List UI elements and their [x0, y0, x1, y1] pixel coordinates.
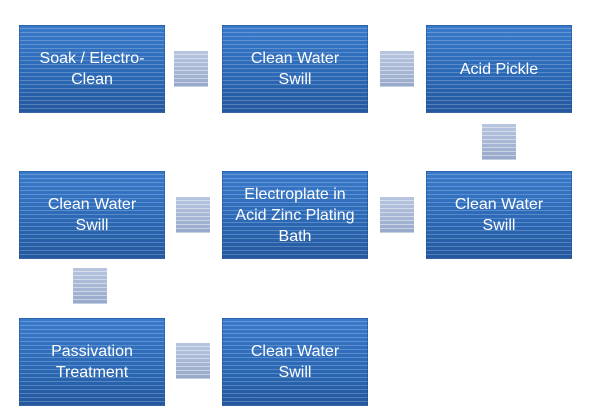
connector-1-2	[174, 51, 208, 87]
step-clean-water-swill-3: Clean Water Swill	[19, 171, 165, 259]
step-electroplate: Electroplate in Acid Zinc Plating Bath	[222, 171, 368, 259]
step-clean-water-swill-4: Clean Water Swill	[222, 318, 368, 406]
connector-4-5	[380, 197, 414, 233]
connector-7-8	[176, 343, 210, 379]
step-label: Clean Water Swill	[250, 50, 340, 88]
connector-3-4	[482, 124, 516, 160]
step-clean-water-swill-1: Clean Water Swill	[222, 25, 368, 113]
connector-6-7	[73, 268, 107, 304]
step-label: Clean Water Swill	[454, 196, 544, 234]
step-label: Clean Water Swill	[250, 343, 340, 381]
step-soak-electro-clean: Soak / Electro- Clean	[19, 25, 165, 113]
step-clean-water-swill-2: Clean Water Swill	[426, 171, 572, 259]
step-label: Passivation Treatment	[51, 343, 133, 381]
step-label: Electroplate in Acid Zinc Plating Bath	[235, 185, 355, 245]
step-label: Acid Pickle	[459, 60, 539, 78]
step-label: Clean Water Swill	[47, 196, 137, 234]
step-label: Soak / Electro- Clean	[39, 50, 145, 88]
step-passivation-treatment: Passivation Treatment	[19, 318, 165, 406]
connector-5-6	[176, 197, 210, 233]
connector-2-3	[380, 51, 414, 87]
step-acid-pickle: Acid Pickle	[426, 25, 572, 113]
